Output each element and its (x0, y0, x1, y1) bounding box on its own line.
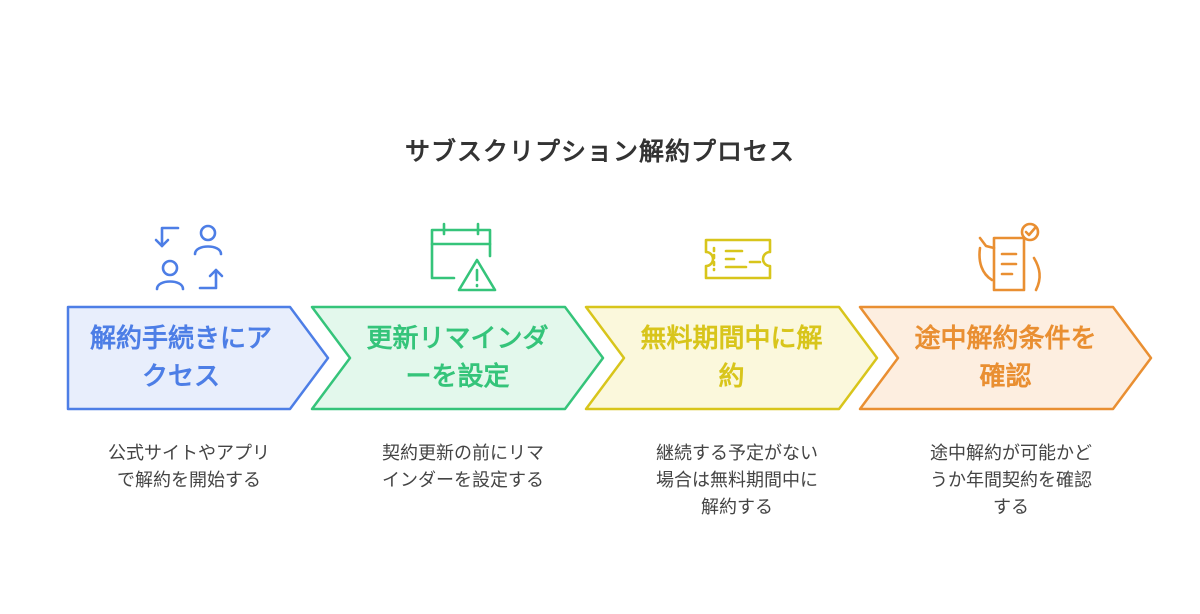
calendar-alert-icon (424, 218, 504, 298)
diagram-title: サブスクリプション解約プロセス (404, 137, 795, 166)
step-2-label: 更新リマインダーを設定 (366, 324, 549, 392)
step-3-chevron (584, 305, 879, 411)
step-4-description: 途中解約が可能かどうか年間契約を確認する (930, 443, 1092, 518)
step-3-description: 継続する予定がない場合は無料期間中に解約する (656, 443, 818, 518)
account-switch-icon (150, 218, 230, 298)
step-4-chevron (858, 305, 1153, 411)
step-1-chevron (66, 305, 330, 411)
step-1-label: 解約手続きにアクセス (89, 324, 272, 392)
step-2-description: 契約更新の前にリマインダーを設定する (382, 443, 544, 491)
step-4-label: 途中解約条件を確認 (914, 324, 1097, 392)
ticket-icon (698, 218, 778, 298)
step-3-label: 無料期間中に解約 (640, 324, 823, 392)
checklist-hand-icon (972, 218, 1052, 298)
step-2-chevron (310, 305, 605, 411)
step-1-description: 公式サイトやアプリで解約を開始する (108, 443, 270, 491)
